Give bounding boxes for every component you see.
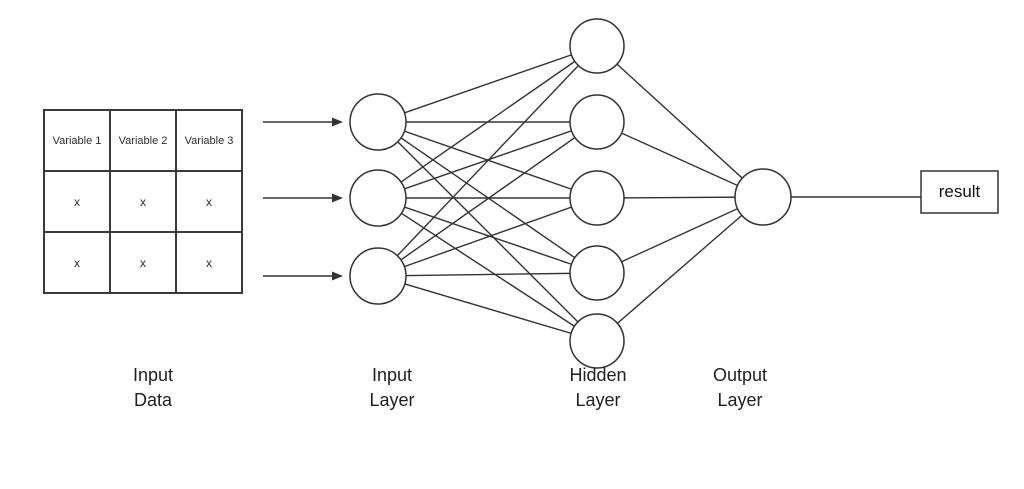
edge-input-hidden — [377, 197, 598, 274]
edge-input-hidden — [377, 45, 598, 199]
edge-input-hidden — [377, 121, 598, 277]
table-header-row: Variable 1 Variable 2 Variable 3 — [43, 109, 243, 172]
input-data-table: Variable 1 Variable 2 Variable 3 x x x x… — [43, 109, 243, 294]
nodes-layer — [349, 18, 999, 369]
table-cell: x — [43, 170, 111, 233]
hidden-node-1 — [569, 18, 625, 74]
table-header-cell: Variable 1 — [43, 109, 111, 172]
table-header-cell: Variable 2 — [109, 109, 177, 172]
table-row: x x x — [43, 170, 243, 233]
edges-layer — [377, 45, 921, 342]
edge-input-hidden — [377, 45, 598, 123]
edge-input-hidden — [377, 197, 598, 342]
edge-input-hidden — [377, 272, 598, 277]
input-node-1 — [349, 93, 407, 151]
edge-hidden-output — [596, 196, 764, 342]
edge-hidden-output — [596, 121, 764, 198]
result-box — [920, 170, 999, 214]
hidden-node-2 — [569, 94, 625, 150]
edge-input-hidden — [377, 197, 598, 277]
table-cell: x — [109, 231, 177, 294]
hidden-node-3 — [569, 170, 625, 226]
output-node-1 — [734, 168, 792, 226]
table-row: x x x — [43, 231, 243, 294]
input-node-3 — [349, 247, 407, 305]
edge-hidden-output — [596, 45, 764, 198]
input-node-2 — [349, 169, 407, 227]
table-header-cell: Variable 3 — [175, 109, 243, 172]
result-box-label: result — [938, 182, 981, 201]
input-data-label: Input Data — [132, 365, 174, 410]
hidden-node-4 — [569, 245, 625, 301]
output-layer-label: Output Layer — [712, 365, 768, 410]
table-cell: x — [109, 170, 177, 233]
edge-input-hidden — [377, 45, 598, 277]
hidden-node-5 — [569, 313, 625, 369]
edge-hidden-output — [596, 196, 764, 274]
edge-input-hidden — [377, 121, 598, 342]
hidden-layer-label: Hidden Layer — [569, 365, 627, 410]
input-arrows — [263, 117, 343, 281]
input-layer-label: Input Layer — [369, 365, 415, 410]
table-cell: x — [175, 170, 243, 233]
table-cell: x — [175, 231, 243, 294]
table-cell: x — [43, 231, 111, 294]
edge-input-hidden — [377, 275, 598, 342]
